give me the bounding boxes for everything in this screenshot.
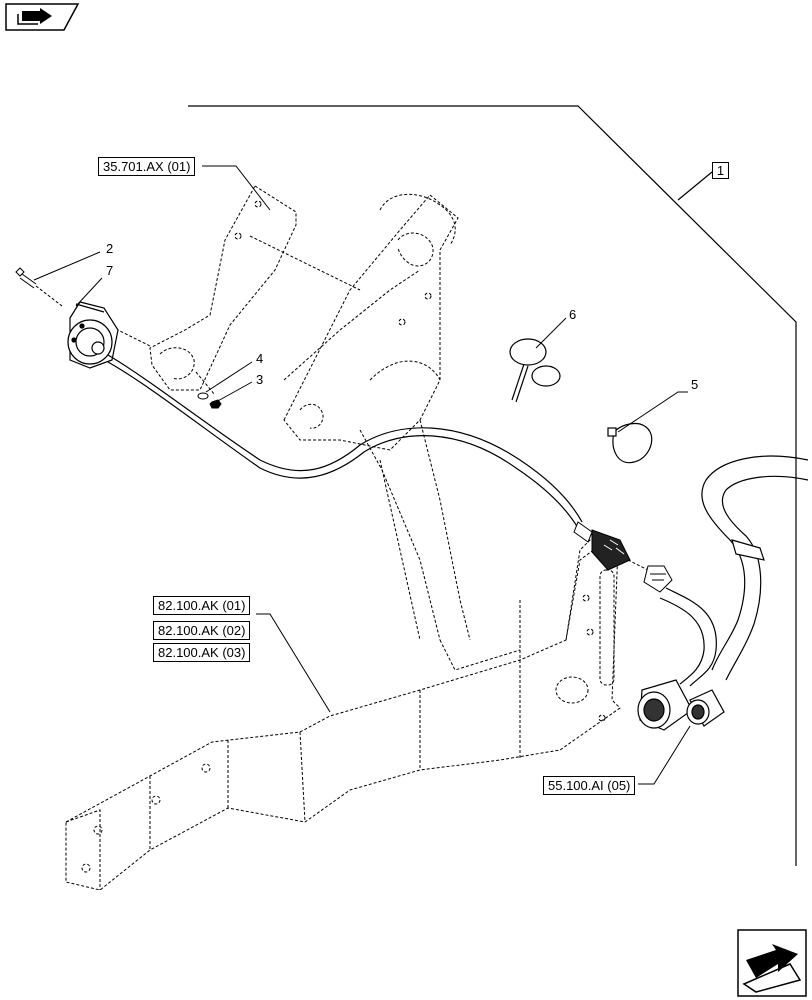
round-connectors (637, 679, 725, 731)
mounting-bracket (97, 185, 361, 396)
reference-bracket[interactable]: 35.701.AX (01) (98, 157, 196, 176)
callout-3: 3 (256, 372, 264, 387)
reference-frame-03[interactable]: 82.100.AK (03) (153, 643, 251, 662)
next-page-arrow-icon[interactable] (737, 929, 807, 997)
reference-frame-01[interactable]: 82.100.AK (01) (153, 596, 251, 615)
reference-frame-02[interactable]: 82.100.AK (02) (153, 621, 251, 640)
boom-arm (283, 193, 459, 451)
book-arrow-icon[interactable] (5, 3, 80, 31)
loader-frame (65, 419, 621, 891)
assembly-number: 1 (712, 162, 729, 179)
assembly-bracket-line (188, 105, 797, 866)
nut-washer (197, 392, 222, 409)
cable-connector (573, 521, 673, 593)
hose-clip (509, 338, 561, 403)
cable-harness (107, 354, 583, 529)
callout-5: 5 (691, 377, 699, 392)
callout-4: 4 (256, 351, 264, 366)
bolt (15, 267, 63, 307)
callout-6: 6 (569, 307, 577, 322)
cable-tie (607, 422, 653, 464)
callout-7: 7 (106, 263, 114, 278)
reference-connector[interactable]: 55.100.AI (05) (543, 776, 636, 795)
callout-2: 2 (106, 241, 114, 256)
electrical-socket (67, 301, 119, 369)
hose-branch (659, 455, 809, 687)
leader-lines (33, 165, 691, 785)
